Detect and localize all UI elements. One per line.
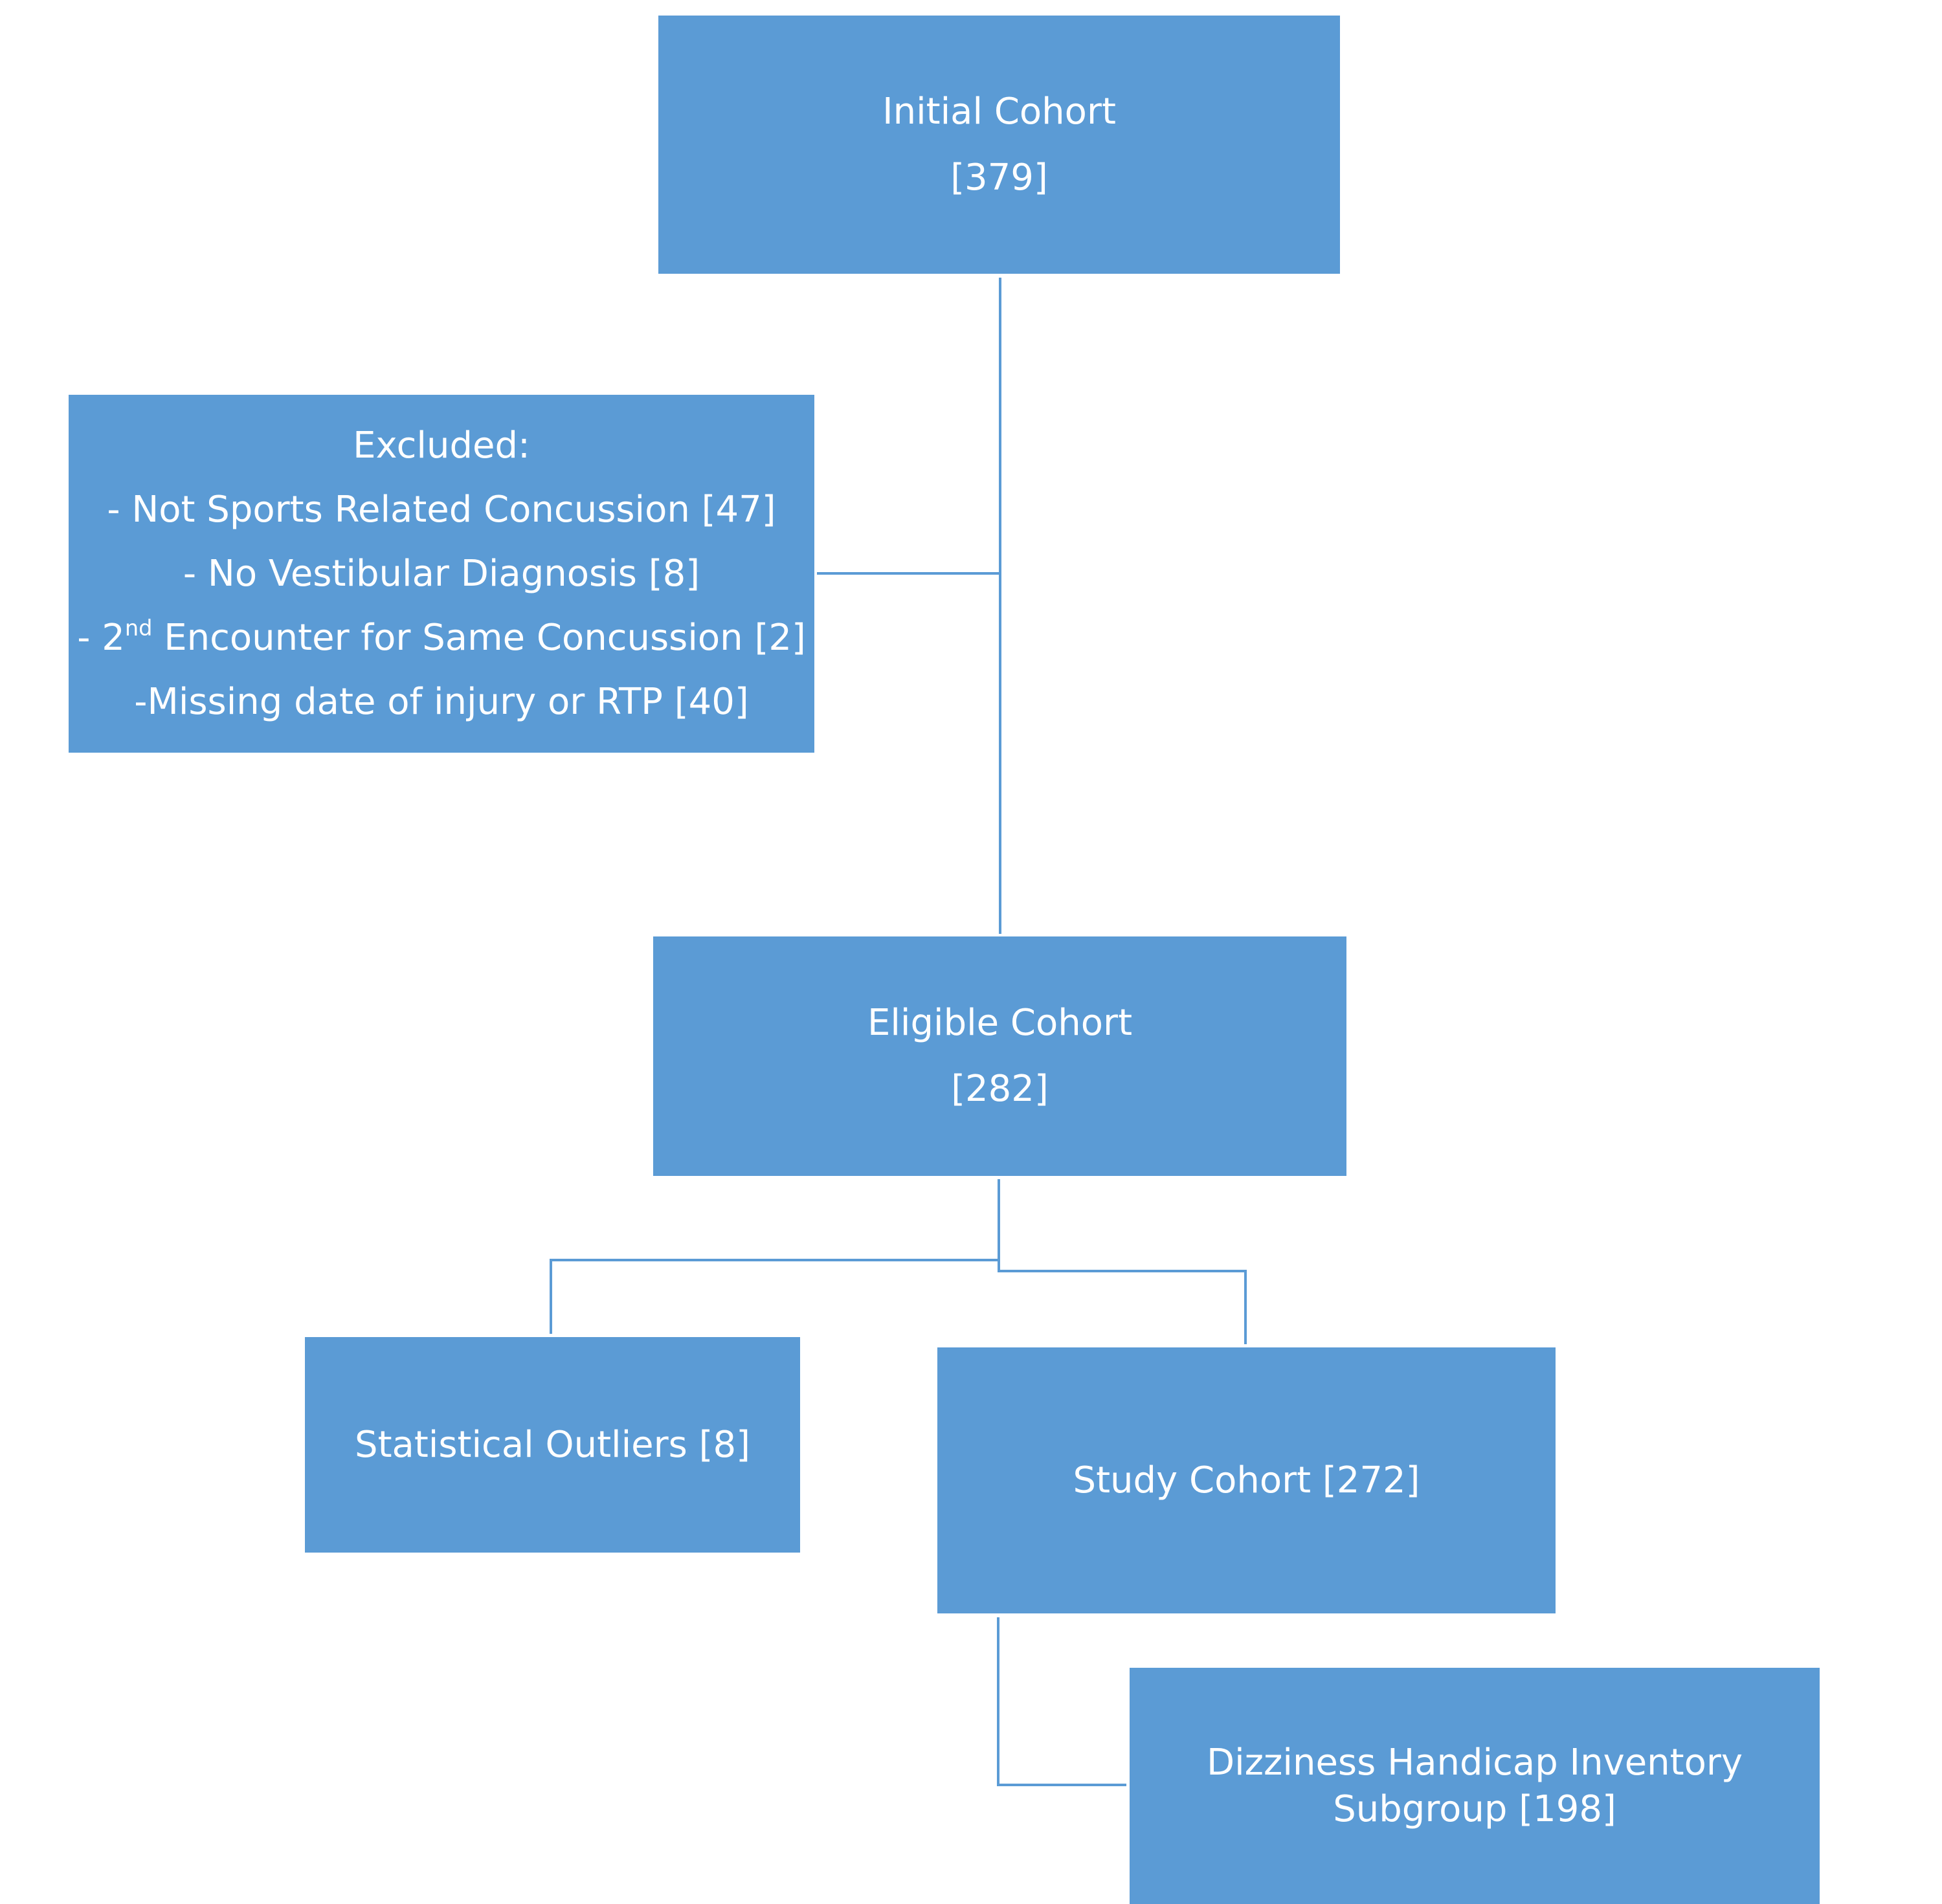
- excluded-item-superscript: nd: [124, 615, 153, 641]
- initial-cohort-box: Initial Cohort [379]: [658, 16, 1340, 274]
- excluded-heading: Excluded:: [353, 424, 530, 467]
- connector-eligible-to-study: [998, 1260, 1247, 1344]
- excluded-item: - Not Sports Related Concussion [47]: [107, 488, 776, 531]
- study-cohort-label: Study Cohort [272]: [1073, 1459, 1420, 1501]
- eligible-cohort-box: Eligible Cohort [282]: [653, 936, 1346, 1176]
- eligible-cohort-label: Eligible Cohort: [867, 1002, 1133, 1044]
- excluded-item: - No Vestibular Diagnosis [8]: [183, 552, 700, 595]
- statistical-outliers-label: Statistical Outliers [8]: [355, 1423, 750, 1466]
- eligible-cohort-count: [282]: [951, 1068, 1049, 1110]
- initial-cohort-label: Initial Cohort: [882, 90, 1116, 133]
- excluded-item: - 2nd Encounter for Same Concussion [2]: [77, 616, 806, 659]
- dhi-subgroup-line1: Dizziness Handicap Inventory: [1206, 1741, 1743, 1784]
- excluded-item: -Missing date of injury or RTP [40]: [134, 680, 749, 723]
- connector-eligible-to-outliers: [550, 1179, 1000, 1334]
- statistical-outliers-box: Statistical Outliers [8]: [305, 1337, 800, 1553]
- dhi-subgroup-line2: Subgroup [198]: [1333, 1788, 1616, 1830]
- excluded-item-prefix: - 2: [77, 616, 125, 659]
- excluded-box: Excluded: - Not Sports Related Concussio…: [69, 395, 814, 753]
- connector-study-to-dhi: [997, 1617, 1126, 1786]
- dhi-subgroup-box: Dizziness Handicap Inventory Subgroup [1…: [1130, 1668, 1820, 1904]
- excluded-item-suffix: Encounter for Same Concussion [2]: [152, 616, 806, 659]
- study-cohort-box: Study Cohort [272]: [937, 1347, 1556, 1613]
- initial-cohort-count: [379]: [950, 156, 1048, 199]
